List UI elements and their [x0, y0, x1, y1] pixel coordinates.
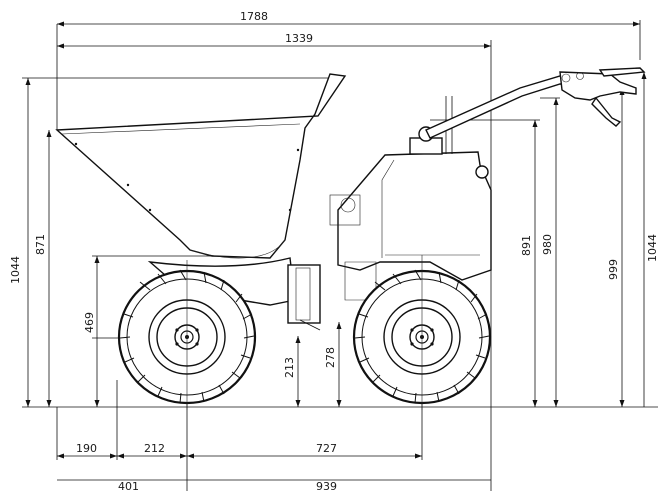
- dim-rear-axle: 939: [316, 480, 337, 491]
- dim-front-axle: 401: [118, 480, 139, 491]
- dim-hopper-pivot: 469: [83, 312, 96, 333]
- dim-front-overhang: 190: [76, 442, 97, 455]
- dim-wheel-spacing: 727: [316, 442, 337, 455]
- dim-handle-high: 999: [607, 259, 620, 280]
- dim-handle-mid: 980: [541, 234, 554, 255]
- dumper-machine: [55, 67, 646, 331]
- dim-overall-height: 1044: [9, 256, 22, 284]
- hopper: [55, 73, 347, 259]
- dim-frame-height: 278: [324, 347, 337, 368]
- dim-handle-cut: 1044: [646, 234, 658, 262]
- dim-handle-low: 891: [520, 235, 533, 256]
- dim-wheelbase-tip: 1339: [285, 32, 313, 45]
- dim-overall-length: 1788: [240, 10, 268, 23]
- dim-hopper-height: 871: [34, 234, 47, 255]
- dim-ground-clearance: 213: [283, 357, 296, 378]
- engine-housing: [337, 151, 492, 281]
- inner-dimensions: 213 278: [283, 322, 342, 407]
- bottom-dimensions: 190 212 727 401 939: [56, 380, 491, 491]
- dim-hopper-offset: 212: [144, 442, 165, 455]
- top-dimensions: 1788 1339: [56, 10, 641, 491]
